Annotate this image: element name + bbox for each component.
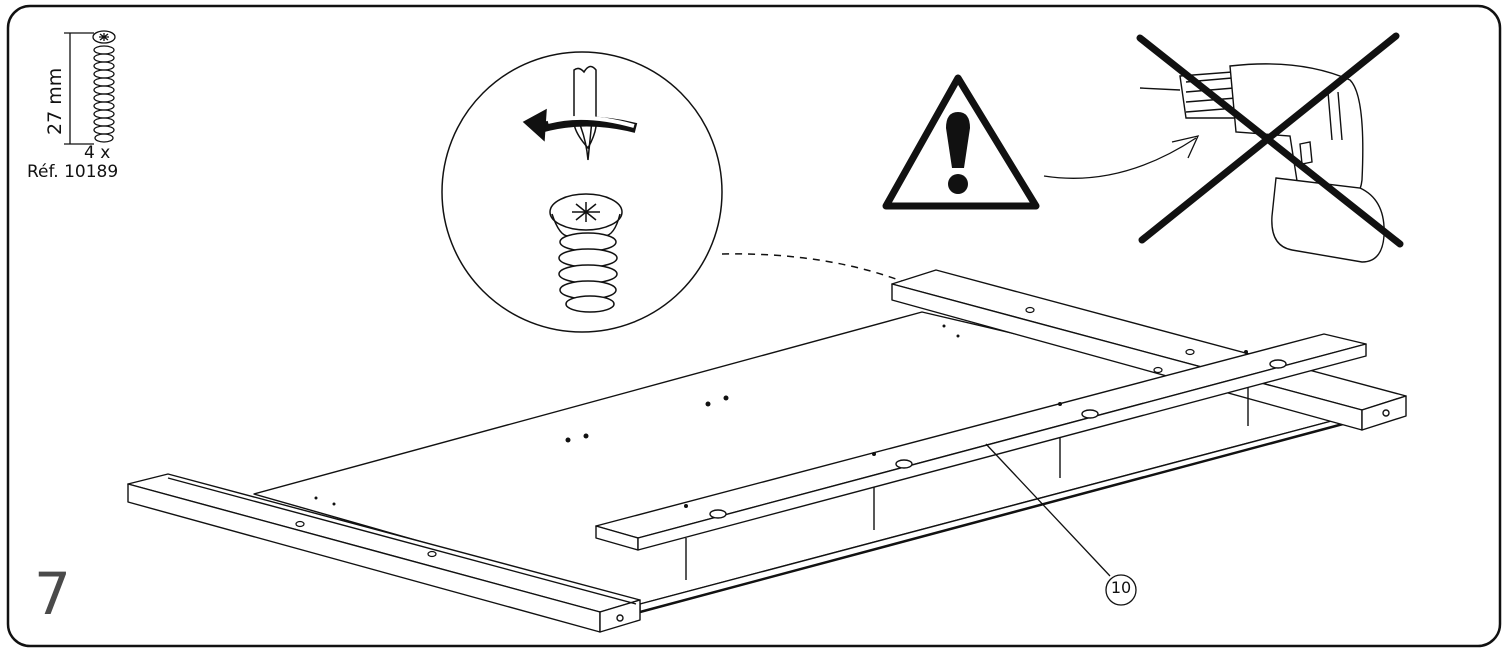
dimension-line — [64, 32, 94, 145]
drill-holes — [314, 324, 1248, 508]
part-number-label: 10 — [1110, 578, 1132, 597]
detail-circle — [441, 51, 723, 333]
screw-reference-label: Réf. 10189 — [27, 162, 119, 182]
screw-quantity-label: 4 x — [84, 143, 111, 163]
forbidden-cross-icon — [1136, 32, 1404, 248]
arrow-icon — [1043, 135, 1200, 179]
part-leader — [985, 443, 1137, 606]
warning-triangle-icon — [882, 74, 1040, 210]
detail-leader-line — [721, 253, 1051, 389]
step-frame — [6, 4, 1502, 648]
batten-holes — [295, 306, 1195, 558]
step-number: 7 — [34, 560, 71, 628]
screw-icon — [92, 30, 116, 143]
front-batten — [127, 473, 641, 633]
part-label-circle — [1105, 574, 1137, 606]
screw-length-label: 27 mm — [44, 67, 66, 135]
large-screw-icon — [549, 193, 623, 313]
rotation-arrow-icon — [522, 108, 638, 142]
crossbar-part-10 — [595, 333, 1367, 580]
base-panel — [253, 311, 1359, 614]
power-drill-icon — [1139, 63, 1385, 263]
